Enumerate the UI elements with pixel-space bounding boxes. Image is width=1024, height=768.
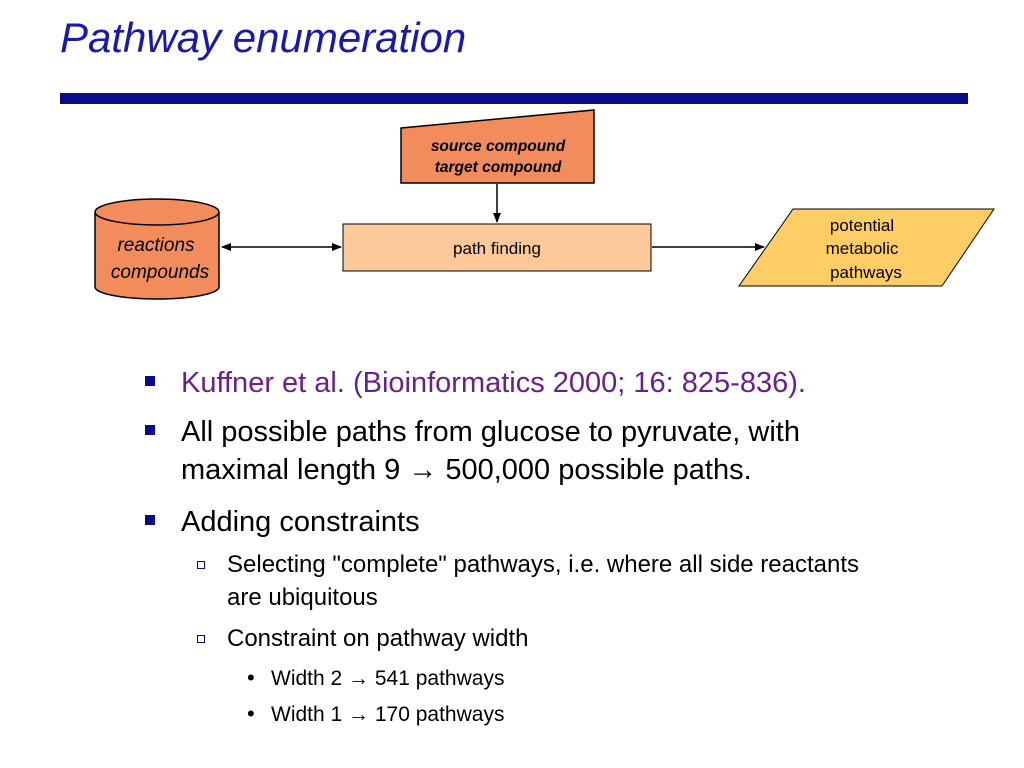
cylinder-body bbox=[94, 212, 220, 300]
process-box bbox=[342, 223, 652, 272]
potential-label: potential bbox=[830, 216, 894, 235]
path-finding-process: path finding bbox=[342, 223, 652, 272]
output-pathways: potential metabolic pathways bbox=[738, 208, 995, 287]
input-compounds-box: source compound target compound bbox=[400, 109, 595, 184]
database-cylinder: reactions compounds bbox=[94, 198, 220, 300]
path-finding-label: path finding bbox=[453, 239, 541, 258]
target-compound-label: target compound bbox=[435, 159, 562, 176]
title-underline bbox=[60, 93, 968, 104]
metabolic-label: metabolic bbox=[826, 239, 899, 258]
source-compound-label: source compound bbox=[431, 138, 566, 155]
slide-title: Pathway enumeration bbox=[60, 14, 467, 61]
cylinder-top bbox=[94, 198, 220, 226]
output-shape bbox=[738, 208, 995, 287]
reactions-label: reactions bbox=[117, 235, 195, 256]
pathways-label: pathways bbox=[830, 263, 902, 282]
input-shape bbox=[400, 109, 595, 184]
compounds-label: compounds bbox=[111, 262, 210, 283]
